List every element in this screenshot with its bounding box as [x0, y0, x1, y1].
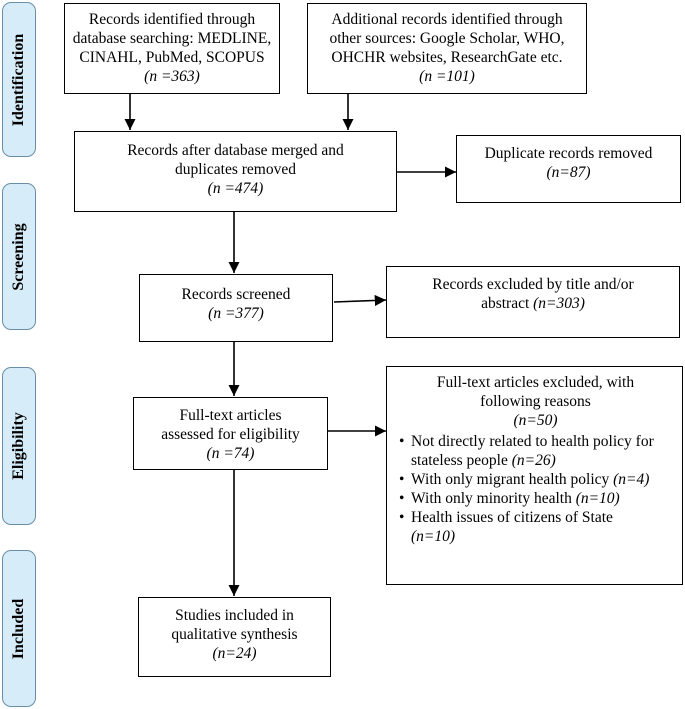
other-line-2: other sources: Google Scholar, WHO, [329, 30, 565, 47]
reason-text: Health issues of citizens of State [411, 509, 613, 526]
included-line-1: Studies included in [175, 607, 294, 624]
db-count: (n =363) [144, 68, 200, 85]
reason-count: (n=26) [511, 452, 556, 469]
phase-screening: Screening [2, 183, 36, 330]
phase-included: Included [2, 550, 36, 707]
excluded-title-abstract-word: abstract [481, 295, 530, 312]
duplicates-label: Duplicate records removed [484, 145, 653, 162]
box-duplicates-removed: Duplicate records removed (n=87) [456, 135, 681, 203]
db-line-1: Records identified through [88, 11, 256, 28]
exclusion-reasons-list: Not directly related to health policy fo… [399, 432, 672, 546]
reason-text: With only migrant health policy [411, 471, 614, 488]
reason-count: (n=10) [411, 528, 456, 545]
excluded-head-line-1: Full-text articles excluded, with [436, 374, 635, 391]
box-database-search: Records identified through database sear… [64, 3, 280, 94]
box-fulltext-assessed: Full-text articles assessed for eligibil… [133, 397, 328, 470]
reason-item: Not directly related to health policy fo… [399, 432, 672, 470]
excluded-title-count: (n=303) [533, 295, 585, 312]
screened-label: Records screened [181, 286, 291, 303]
duplicates-count: (n=87) [546, 164, 591, 181]
screened-count: (n =377) [208, 305, 264, 322]
phase-eligibility: Eligibility [2, 367, 36, 525]
arrow-screened-to-excluded [333, 294, 387, 307]
reason-count: (n=4) [613, 471, 650, 488]
reason-item: Health issues of citizens of State (n=10… [399, 508, 672, 546]
reason-text: Not directly related to health policy fo… [411, 433, 654, 469]
box-other-sources: Additional records identified through ot… [307, 3, 587, 94]
merged-count: (n =474) [207, 180, 264, 197]
fulltext-line-2: assessed for eligibility [161, 426, 300, 443]
box-records-screened: Records screened (n =377) [139, 274, 333, 342]
box-studies-included: Studies included in qualitative synthesi… [138, 597, 331, 677]
fulltext-count: (n =74) [206, 445, 255, 462]
other-line-3: OHCHR websites, ResearchGate etc. [331, 49, 563, 66]
reason-count: (n=10) [575, 490, 620, 507]
excluded-title-line-1: Records excluded by title and/or [432, 276, 634, 293]
reason-item: With only migrant health policy (n=4) [399, 470, 672, 489]
reason-text: With only minority health [411, 490, 576, 507]
reason-item: With only minority health (n=10) [399, 489, 672, 508]
box-fulltext-excluded: Full-text articles excluded, with follow… [386, 366, 683, 585]
db-line-3: CINAHL, PubMed, SCOPUS [79, 49, 265, 66]
box-merged: Records after database merged and duplic… [74, 131, 397, 212]
excluded-fulltext-count: (n=50) [513, 412, 558, 429]
merged-line-1: Records after database merged and [127, 142, 344, 159]
box-excluded-title-abstract: Records excluded by title and/or abstrac… [386, 266, 680, 338]
other-count: (n =101) [419, 68, 475, 85]
excluded-head-line-2: following reasons [480, 393, 591, 410]
phase-identification: Identification [2, 2, 36, 157]
included-count: (n=24) [212, 645, 257, 662]
other-line-1: Additional records identified through [331, 11, 563, 28]
db-line-2: database searching: MEDLINE, [72, 30, 272, 47]
merged-line-2: duplicates removed [175, 161, 296, 178]
fulltext-line-1: Full-text articles [179, 407, 282, 424]
excluded-title-line-2: abstract (n=303) [387, 294, 679, 313]
included-line-2: qualitative synthesis [171, 626, 298, 643]
